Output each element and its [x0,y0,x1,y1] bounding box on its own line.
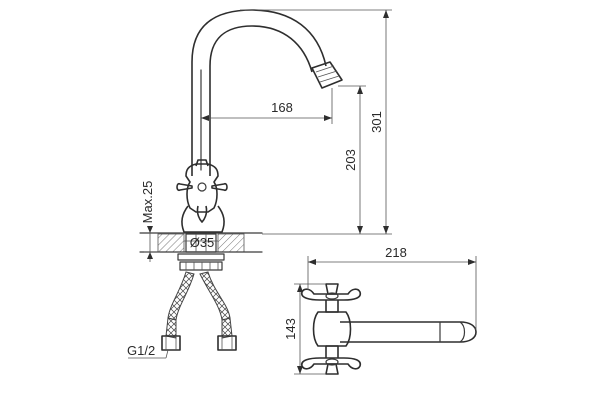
dimension-218-label: 218 [385,245,407,260]
countertop [139,232,263,253]
top-handle-lower [300,345,362,375]
dimension-143-label: 143 [283,318,298,340]
dimension-203: 203 [338,85,366,234]
dimension-301-label: 301 [369,111,384,133]
dimension-max25: Max.25 [140,181,160,262]
top-view: 218 143 [283,245,477,375]
mounting-and-hoses [161,253,237,351]
dimension-301: 301 [240,9,392,235]
dimension-203-label: 203 [343,149,358,171]
dimension-143: 143 [283,283,326,375]
dimension-diameter-label: Ø35 [190,235,215,250]
dimension-max25-label: Max.25 [140,181,155,224]
dimension-168: 168 [201,88,333,124]
thread-callout: G1/2 [127,343,169,359]
thread-label: G1/2 [127,343,155,358]
dimension-218: 218 [307,245,477,330]
top-handle-upper [300,283,362,313]
faucet-body [176,159,228,233]
dimension-168-label: 168 [271,100,293,115]
dimension-diameter: Ø35 [184,235,218,250]
side-view: 301 203 168 Max.25 Ø3 [127,9,392,359]
spout [191,9,343,176]
